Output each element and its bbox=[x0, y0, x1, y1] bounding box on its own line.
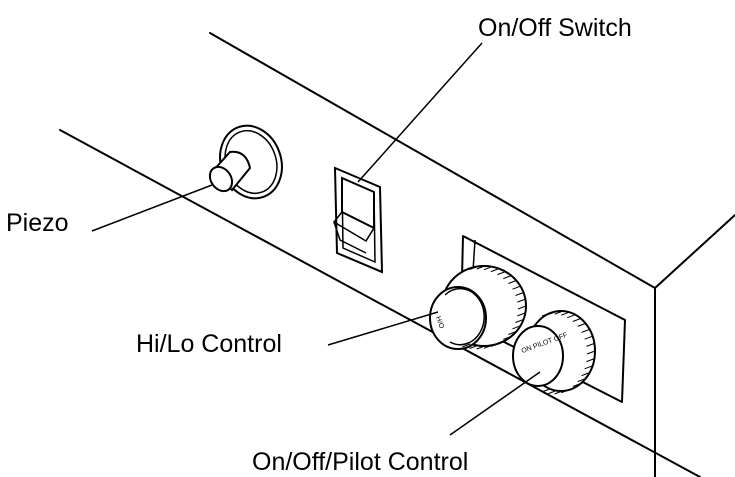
appliance-body bbox=[59, 32, 735, 477]
hi-lo-knob-marking: H/O bbox=[434, 316, 445, 331]
label-on-off-switch: On/Off Switch bbox=[478, 14, 632, 42]
label-on-off-pilot-control: On/Off/Pilot Control bbox=[252, 448, 468, 476]
on-off-switch[interactable] bbox=[332, 166, 384, 274]
leader-pilot bbox=[449, 371, 541, 436]
leader-hi-lo bbox=[327, 311, 439, 346]
pilot-knob-ridges bbox=[541, 310, 596, 395]
label-hi-lo-control: Hi/Lo Control bbox=[136, 330, 282, 358]
hi-lo-knob[interactable]: H/O bbox=[429, 265, 527, 350]
leader-lines bbox=[91, 42, 541, 436]
leader-on-off-switch bbox=[357, 42, 483, 183]
leader-piezo bbox=[91, 184, 213, 232]
pilot-knob[interactable]: ON PILOT OFF bbox=[512, 310, 596, 395]
hi-lo-knob-ridges bbox=[462, 265, 527, 350]
piezo-button[interactable] bbox=[205, 117, 291, 207]
label-piezo: Piezo bbox=[6, 209, 69, 237]
